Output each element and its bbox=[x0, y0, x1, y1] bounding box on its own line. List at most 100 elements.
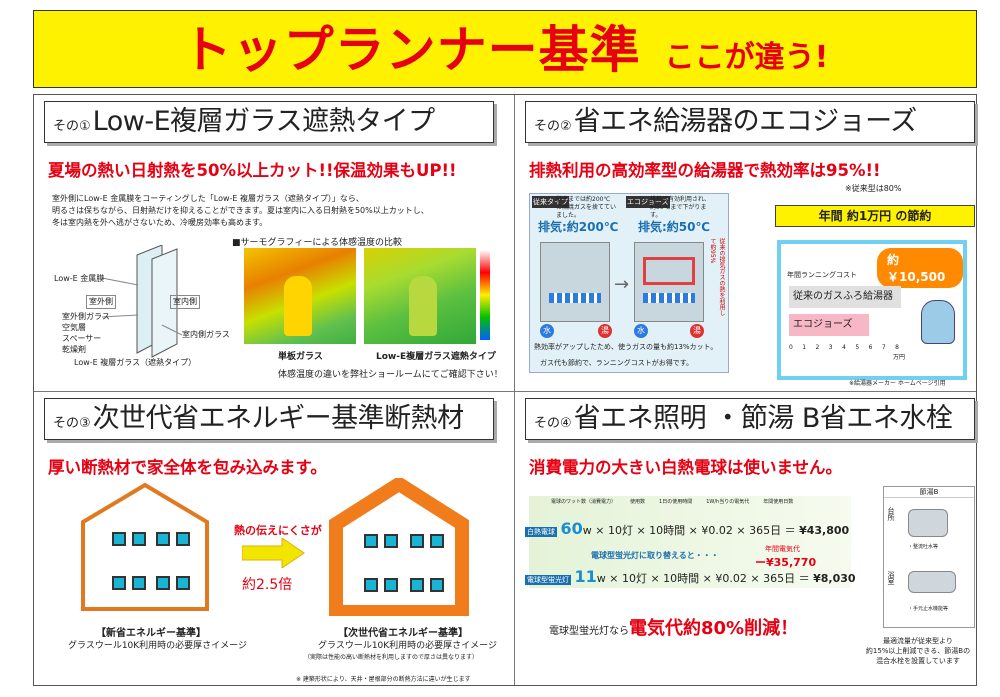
conv-exhaust: 排気:約200℃ bbox=[538, 220, 619, 234]
label-indoor: 室内側 bbox=[170, 295, 200, 309]
window bbox=[430, 578, 444, 592]
title-banner: トップランナー基準ここが違う! bbox=[33, 10, 977, 88]
feature-title-box: その①Low-E複層ガラス遮熱タイプ bbox=[44, 101, 494, 143]
incandescent-watt: 60 bbox=[560, 519, 583, 538]
divider-horizontal bbox=[34, 391, 976, 392]
window bbox=[364, 534, 378, 548]
feature-insulation: その③次世代省エネルギー基準断熱材 厚い断熱材で家全体を包み込みます。 熱の伝え… bbox=[34, 392, 506, 688]
house-wall bbox=[81, 482, 209, 611]
tick: 0 bbox=[789, 344, 793, 351]
temperature-scale bbox=[480, 250, 490, 340]
conventional-note: ※従来型は80% bbox=[845, 184, 902, 193]
bath-faucet-icon bbox=[908, 571, 956, 593]
faucet-caption: 最適流量が従来型より 約15%以上削減できる、節湯Bの 混合水栓を設置しています bbox=[853, 636, 983, 666]
caption-nextgen-text: グラスウール10K利用時の必要厚さイメージ bbox=[318, 641, 497, 651]
eco-heater-box bbox=[634, 242, 704, 322]
feature-title-box: その②省エネ給湯器のエコジョーズ bbox=[525, 101, 975, 143]
feature-title: 省エネ給湯器のエコジョーズ bbox=[573, 106, 918, 137]
burner-flames bbox=[643, 293, 695, 303]
faucet-caption-line: 約15%以上削減できる、節湯Bの bbox=[865, 647, 971, 655]
label-desiccant: 乾燥剤 bbox=[62, 345, 86, 354]
eco-tag: エコジョーズ bbox=[626, 196, 670, 208]
feature-eco-jozu: その②省エネ給湯器のエコジョーズ 排熱利用の高効率型の給湯器で熱効率は95%!!… bbox=[515, 95, 987, 391]
caption-nextgen-note: （実際は性能の高い断熱材を利用しますので厚さは異なります） bbox=[304, 654, 479, 661]
price-callout: 約￥10,500 bbox=[877, 248, 963, 288]
label-metal: Low-E 金属膜 bbox=[54, 274, 105, 283]
tick: 3 bbox=[828, 344, 833, 351]
mascot-figure bbox=[921, 300, 955, 344]
window bbox=[132, 532, 146, 546]
label-air: 空気層 bbox=[62, 323, 86, 332]
bar-ecojozu: エコジョーズ bbox=[789, 314, 869, 336]
house-standard bbox=[81, 482, 209, 611]
label-outdoor: 室外側 bbox=[86, 295, 116, 309]
arrow-icon bbox=[242, 538, 305, 568]
faucet-spec-box: 節湯B 台所 ・整流吐水等 浴室 ・手元止水機能等 bbox=[883, 486, 975, 628]
tick: 2 bbox=[815, 344, 820, 351]
window bbox=[176, 532, 190, 546]
incandescent-formula: w × 10灯 × 10時間 × ¥0.02 × 365日 ＝ bbox=[582, 524, 796, 537]
window bbox=[176, 576, 190, 590]
feature-description: 室外側にLow-E 金属膜をコーティングした「Low-E 複層ガラス（遮熱タイプ… bbox=[52, 193, 492, 229]
feature-number: その③ bbox=[53, 416, 91, 431]
cut-line: 電球型蛍光灯なら電気代約80%削減！ bbox=[549, 614, 798, 640]
incandescent-tag: 白熱電球 bbox=[525, 527, 557, 537]
construction-footnote: ※ 建築形状により、天井・屋根部分の断熱方法に違いが生じます bbox=[296, 676, 471, 683]
incandescent-total: ¥43,800 bbox=[799, 524, 850, 537]
tick: 7 bbox=[881, 344, 886, 351]
side-text: 従来の排気ガスの熱を利用して約95% bbox=[709, 238, 725, 316]
bar-conventional: 従来のガスふろ給湯器 bbox=[789, 286, 901, 308]
faucet-label-kitchen: 台所 bbox=[887, 507, 895, 521]
tick: 6 bbox=[868, 344, 873, 351]
tick: 8 bbox=[895, 344, 899, 351]
feature-headline: 排熱利用の高効率型の給湯器で熱効率は95%!! bbox=[529, 161, 881, 180]
cfl-row: 電球型蛍光灯 11w × 10灯 × 10時間 × ¥0.02 × 365日 ＝… bbox=[525, 564, 856, 590]
ratio-label: 約2.5倍 bbox=[242, 577, 293, 593]
faucet-caption-line: 最適流量が従来型より bbox=[883, 637, 953, 645]
window bbox=[156, 576, 170, 590]
feature-headline: 消費電力の大きい白熱電球は使いません。 bbox=[529, 458, 843, 477]
window bbox=[112, 576, 126, 590]
person-figure bbox=[409, 276, 437, 336]
pointer-line bbox=[101, 277, 139, 286]
arrow-icon: → bbox=[614, 274, 630, 295]
desc-line: 明るさは保ちながら、日射熱だけを抑えることができます。夏は室内に入る日射熱を50… bbox=[52, 206, 429, 215]
diagram-caption: Low-E 複層ガラス（遮熱タイプ） bbox=[74, 358, 197, 367]
cfl-formula: w × 10灯 × 10時間 × ¥0.02 × 365日 ＝ bbox=[596, 572, 810, 585]
burner-flames bbox=[549, 293, 601, 303]
thermo-label-single: 単板ガラス bbox=[278, 352, 323, 362]
banner-subtitle: ここが違う! bbox=[664, 40, 829, 75]
running-cost-text: ガス代も節約で、ランニングコストがお得です。 bbox=[540, 359, 694, 367]
incandescent-row: 白熱電球 60w × 10灯 × 10時間 × ¥0.02 × 365日 ＝ ¥… bbox=[525, 516, 849, 542]
feature-number: その④ bbox=[534, 416, 572, 431]
desc-line: 冬は室内熱を外へ逃がさないため、冷暖房効率も高めます。 bbox=[52, 218, 268, 227]
tick: 1 bbox=[802, 344, 807, 351]
cost-calc-panel bbox=[529, 496, 851, 588]
label-spacer: スペーサー bbox=[62, 334, 102, 343]
feature-title-box: その③次世代省エネルギー基準断熱材 bbox=[44, 398, 494, 440]
hot-icon: 湯 bbox=[598, 324, 612, 338]
diff-label: 年間電気代 bbox=[765, 545, 800, 553]
calc-header: 使用数 bbox=[630, 499, 646, 505]
eco-exhaust: 排気:約50℃ bbox=[638, 220, 711, 234]
window bbox=[112, 532, 126, 546]
cfl-watt: 11 bbox=[574, 567, 597, 586]
calc-header: 年間使用日数 bbox=[763, 499, 794, 505]
caption-nextgen-title: 【次世代省エネルギー基準】 bbox=[338, 628, 468, 639]
cut-prefix: 電球型蛍光灯なら bbox=[549, 626, 629, 637]
feature-number: その① bbox=[53, 119, 91, 134]
feature-title: Low-E複層ガラス遮熱タイプ bbox=[92, 106, 435, 137]
person-figure bbox=[284, 276, 312, 336]
divider-vertical bbox=[514, 95, 515, 685]
pointer-line bbox=[161, 324, 183, 336]
feature-title: 次世代省エネルギー基準断熱材 bbox=[92, 403, 465, 434]
caption-standard-title: 【新省エネルギー基準】 bbox=[96, 628, 206, 639]
thermo-image-single bbox=[244, 248, 356, 344]
arrow-shape bbox=[242, 538, 305, 568]
diff-amount: ー¥35,770 bbox=[755, 556, 817, 569]
window bbox=[384, 534, 398, 548]
window bbox=[364, 578, 378, 592]
hot-icon: 湯 bbox=[690, 324, 704, 338]
